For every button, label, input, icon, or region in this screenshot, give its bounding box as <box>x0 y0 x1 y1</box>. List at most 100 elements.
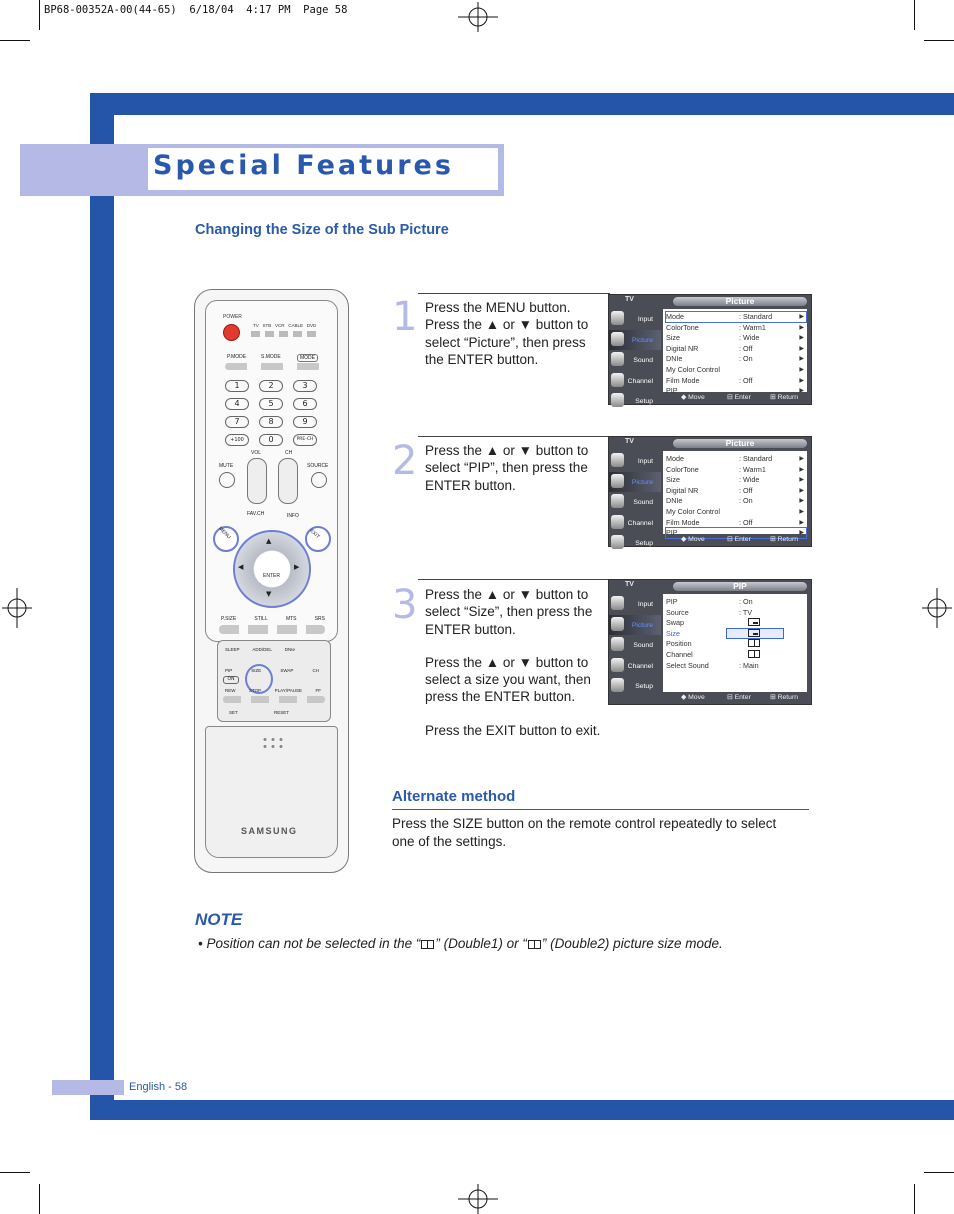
ch2-label: CH <box>312 668 319 673</box>
rew-label: REW <box>225 688 236 693</box>
osd-row: Film Mode: Off▶ <box>666 376 806 386</box>
osd-menu-icon <box>611 616 624 631</box>
osd-move-icon: ◆ <box>681 536 689 543</box>
digit-key: 9 <box>293 416 317 428</box>
crop-mark <box>924 40 954 41</box>
osd-row: Source: TV <box>666 608 806 618</box>
digit-key: +100 <box>225 434 249 446</box>
osd-row-label: ColorTone <box>666 322 699 332</box>
osd-row: Mode: Standard▶ <box>665 311 807 323</box>
power-label: POWER <box>223 314 242 320</box>
osd-return-icon: ⊞ <box>770 536 778 543</box>
osd-row-value: : On <box>739 496 753 506</box>
mode-buttons <box>225 363 321 370</box>
double1-icon <box>421 939 435 949</box>
osd-footer-text: Move <box>688 536 705 543</box>
crop-mark <box>914 0 915 30</box>
osd-menu-icon <box>611 453 624 467</box>
lower-labels-3: REW STOP PLAY/PAUSE FF <box>225 688 321 693</box>
osd-menu-icon <box>611 331 624 346</box>
osd-row: PIP▶ <box>666 386 806 396</box>
transport-buttons <box>223 696 325 703</box>
srs-label: SRS <box>314 616 325 622</box>
osd-row-arrow-icon: ▶ <box>799 487 804 494</box>
osd-row: My Color Control▶ <box>666 507 806 517</box>
osd-row-arrow-icon: ▶ <box>799 367 804 373</box>
osd-row-value: : Wide <box>739 475 760 485</box>
osd-footer-move: ◆ Move <box>681 693 705 701</box>
osd-row-label: Size <box>666 333 680 343</box>
osd-row-arrow-icon: ▶ <box>799 335 804 342</box>
osd-row: Size <box>666 629 806 639</box>
osd-footer-text: Return <box>777 694 798 701</box>
osd-footer-return: ⊞ Return <box>770 535 798 543</box>
speaker-holes <box>261 736 285 750</box>
page-title: Special Features <box>153 150 454 181</box>
osd-row: Swap <box>666 618 806 628</box>
osd-row-label: Mode <box>666 312 684 321</box>
osd-row-arrow-icon: ▶ <box>799 477 804 484</box>
note-text-part: ” (Double2) picture size mode. <box>541 936 723 951</box>
digit-key: PRE-CH <box>293 434 317 446</box>
osd-row: Size: Wide▶ <box>666 475 806 485</box>
addel-label: ADD/DEL <box>252 647 272 652</box>
crop-mark <box>39 0 40 30</box>
osd-row-label: Size <box>666 628 680 638</box>
osd-sidebar-item: Picture <box>609 329 661 350</box>
osd-row: Digital NR: Off▶ <box>666 344 806 354</box>
nav-ring <box>233 530 311 608</box>
registration-mark <box>458 2 498 32</box>
osd-row: Film Mode: Off▶ <box>666 518 806 528</box>
pip-size-option <box>726 627 784 639</box>
info-label: INFO <box>287 513 299 519</box>
osd-row-arrow-icon: ▶ <box>799 498 804 505</box>
pip-size-option <box>727 650 783 659</box>
size-button-highlight <box>245 664 273 694</box>
osd-sidebar-label: Picture <box>631 478 653 486</box>
osd-row-value: : Standard <box>739 454 773 463</box>
crop-mark <box>0 1172 30 1173</box>
digit-pad: 1 2 3 4 5 6 7 8 9 +100 0 PRE-CH <box>225 380 321 446</box>
nav-down-arrow-icon: ▼ <box>266 590 272 598</box>
mode-label: MODE <box>297 354 318 362</box>
osd-row-label: Position <box>666 639 692 649</box>
step-number: 1 <box>392 294 418 340</box>
osd-title: Picture <box>673 297 807 306</box>
lower-labels-1: SLEEP ADD/DEL DNIe <box>225 647 295 652</box>
mute-button <box>219 472 235 488</box>
osd-sidebar-item: Picture <box>609 471 661 492</box>
pip-double-icon <box>748 639 760 648</box>
pip-double-icon <box>748 650 760 658</box>
digit-key: 7 <box>225 416 249 428</box>
osd-footer-move: ◆ Move <box>681 393 705 401</box>
digit-key: 1 <box>225 380 249 392</box>
menu-button <box>213 526 239 552</box>
osd-footer-text: Enter <box>734 536 751 543</box>
osd-menu-icon <box>611 372 624 387</box>
osd-sidebar-item: Channel <box>609 371 661 392</box>
pip-label: PIP <box>225 668 233 673</box>
source-button <box>311 472 327 488</box>
osd-sidebar-label: Input <box>637 458 653 465</box>
osd-row-arrow-icon: ▶ <box>799 519 804 526</box>
step-divider <box>418 579 610 580</box>
osd-row-value: : Off <box>739 375 753 385</box>
osd-footer: ◆ Move⊟ Enter⊞ Return <box>665 393 807 402</box>
osd-row-label: My Color Control <box>666 507 720 516</box>
pip-size-option <box>727 639 783 648</box>
mute-label: MUTE <box>219 463 234 469</box>
osd-menu-icon <box>611 657 624 672</box>
osd-row: Select Sound: Main <box>666 661 806 671</box>
psize-label: P.SIZE <box>221 616 237 622</box>
osd-sidebar-label: Input <box>637 601 653 608</box>
osd-row-label: Film Mode <box>666 517 700 527</box>
osd-row-arrow-icon: ▶ <box>799 345 804 352</box>
step-paragraph: Press the EXIT button to exit. <box>425 722 601 738</box>
osd-enter-icon: ⊟ <box>727 694 735 701</box>
osd-return-icon: ⊞ <box>770 394 778 401</box>
